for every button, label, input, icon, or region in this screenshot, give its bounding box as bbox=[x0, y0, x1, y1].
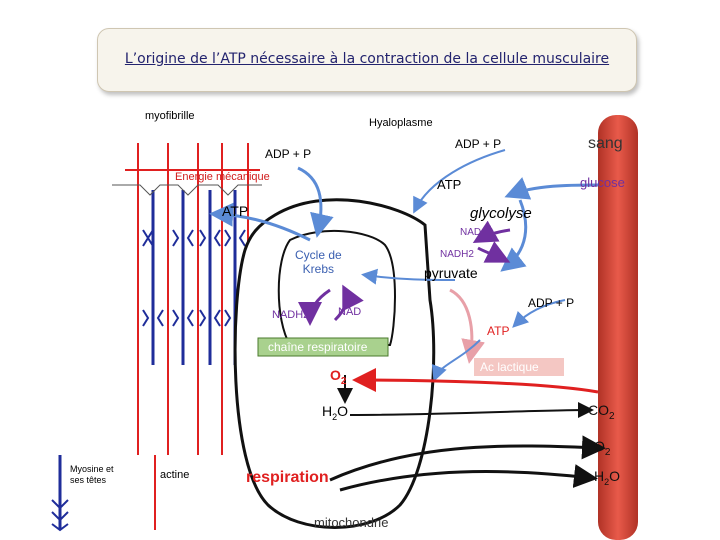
label-o2-mito: O2 bbox=[330, 367, 347, 387]
arrow-nad-mito bbox=[333, 284, 364, 322]
arrow-atp-red bbox=[431, 339, 481, 382]
diagram-title: L’origine de l’ATP nécessaire à la contr… bbox=[124, 51, 610, 67]
title-box: L’origine de l’ATP nécessaire à la contr… bbox=[97, 28, 637, 92]
label-glucose: glucose bbox=[580, 175, 625, 190]
label-adp-p-top: ADP + P bbox=[455, 137, 502, 151]
arrow-adp-right bbox=[512, 299, 566, 328]
label-glycolyse: glycolyse bbox=[470, 205, 532, 222]
label-energie: Energie mécanique bbox=[175, 171, 270, 183]
arrow-pyruvate-krebs bbox=[361, 268, 456, 285]
label-atp-red: ATP bbox=[487, 324, 510, 338]
label-nadh2-mito: NADH2 bbox=[272, 309, 310, 321]
label-h2o-mito: H2O bbox=[322, 403, 349, 422]
arrows bbox=[209, 149, 606, 492]
myofibril-group bbox=[112, 143, 262, 455]
arrow-nadh2 bbox=[477, 241, 511, 263]
arrow-adp-top bbox=[413, 149, 506, 214]
arrow-ac-lactique bbox=[449, 288, 485, 364]
label-atp-hyalo: ATP bbox=[437, 177, 462, 192]
label-atp-left: ATP bbox=[222, 203, 249, 219]
chaine-respiratoire-box bbox=[257, 337, 389, 357]
arrow-atp-left bbox=[209, 202, 311, 242]
label-nad-mito: NAD bbox=[338, 306, 362, 318]
arrow-glucose bbox=[504, 177, 599, 200]
label-myofibrille: myofibrille bbox=[145, 110, 195, 122]
label-adp-p-left: ADP + P bbox=[265, 147, 312, 161]
label-myosine: Myosine et ses têtes bbox=[70, 464, 114, 485]
arrow-adp-left-down bbox=[297, 166, 334, 238]
label-cycle-krebs: Cycle de Krebs bbox=[295, 248, 342, 277]
label-co2: CO2 bbox=[588, 402, 615, 422]
label-actine: actine bbox=[160, 469, 190, 481]
arrow-nad bbox=[472, 220, 511, 243]
arrow-o2 bbox=[352, 368, 599, 394]
label-ac-lactique: Ac lactique bbox=[474, 358, 564, 376]
blood-vessel bbox=[598, 115, 638, 540]
arrow-co2 bbox=[349, 402, 594, 419]
arrow-glycolyse bbox=[500, 199, 528, 272]
label-h2o-right: H2O bbox=[594, 468, 621, 487]
arrow-o2-right bbox=[329, 435, 606, 482]
arrow-h2o-right bbox=[339, 464, 598, 492]
label-chaine-respiratoire: chaîne respiratoire bbox=[268, 340, 368, 354]
label-nad-top: NAD bbox=[460, 227, 482, 238]
label-respiration: respiration bbox=[246, 469, 329, 486]
label-adp-p-right: ADP + P bbox=[528, 296, 575, 310]
label-sang: sang bbox=[588, 135, 623, 152]
label-hyaloplasme: Hyaloplasme bbox=[369, 117, 433, 129]
label-o2-right: O2 bbox=[594, 438, 611, 458]
label-nadh2-top: NADH2 bbox=[440, 249, 474, 260]
legend-myosine bbox=[51, 455, 69, 532]
label-mitochondrie: mitochondrie bbox=[314, 515, 389, 530]
energie-bracket bbox=[112, 184, 262, 196]
label-pyruvate: pyruvate bbox=[424, 265, 478, 281]
arrow-nadh2-mito bbox=[298, 288, 331, 326]
